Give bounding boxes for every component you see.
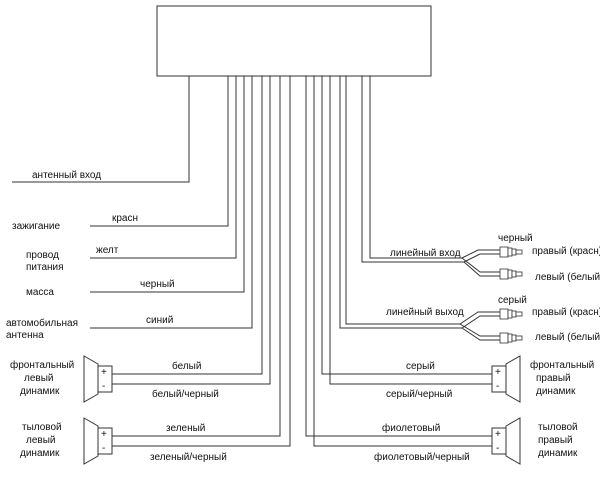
wire-label-line-in: линейный вход [390,248,461,259]
wire-label-front-right-minus: серый/черный [386,389,452,400]
wire-front-left-plus [112,76,263,375]
wire-ground [90,76,245,293]
label-rear-left-2: левый [26,435,55,446]
label-ground: масса [26,287,54,298]
svg-text:-: - [102,381,105,392]
wire-label-rear-left-minus: зеленый/черный [150,452,227,463]
wire-front-right-minus [329,76,492,385]
svg-text:-: - [496,443,499,454]
wire-label-auto-antenna: синий [146,315,173,326]
wire-ignition [90,76,229,227]
speaker-rear-right: + - [491,417,521,465]
svg-text:+: + [101,429,107,440]
wire-rear-left-minus [112,76,291,447]
label-auto-antenna-1: автомобильная [6,317,78,329]
label-front-right-1: фронтальный [530,359,594,371]
label-front-left-3: динамик [20,386,60,397]
wire-rear-right-minus [313,76,492,447]
wire-label-ground: черный [140,279,175,290]
label-rear-right-2: правый [538,435,573,446]
svg-text:-: - [102,443,105,454]
svg-text:-: - [496,381,499,392]
rca-label-line-out-left: левый (белый) [535,331,600,343]
speaker-rear-left: + - [83,417,113,465]
label-power-2: питания [26,262,64,273]
svg-text:+: + [495,367,501,378]
speaker-front-left: + - [83,355,113,403]
label-antenna-input: антенный вход [32,170,101,181]
label-rear-right-3: динамик [538,448,578,459]
wire-label-line-out: линейный выход [386,307,464,318]
rca-line-in-right [499,246,523,258]
wire-rear-right-plus [305,76,492,437]
svg-text:+: + [101,367,107,378]
label-front-right-3: динамик [536,386,576,397]
wire-antenna-input [12,76,190,183]
rca-label-line-in-left: левый (белый) [535,271,600,283]
wire-label-front-right-plus: серый [406,361,435,372]
label-power-1: провод [26,250,59,261]
svg-text:+: + [495,429,501,440]
wire-rear-left-plus [112,76,281,437]
label-front-right-2: правый [536,373,571,384]
rca-label-line-in-right: правый (красн) [532,246,600,257]
wire-front-left-minus [112,76,271,385]
rca-line-out-left [499,332,523,344]
wire-label-front-left-plus: белый [172,360,201,372]
rca-label-line-in-color: черный [498,233,533,244]
label-rear-right-1: тыловой [538,422,578,433]
wire-auto-antenna [90,76,253,329]
wire-power [90,76,237,259]
rca-label-line-out-right: правый (красн) [532,307,600,318]
speaker-front-right: + - [491,355,521,403]
head-unit [156,5,432,77]
wire-front-right-plus [321,76,492,375]
label-auto-antenna-2: антенна [6,330,44,341]
wire-label-rear-right-plus: фиолетовый [382,422,440,434]
wire-label-rear-right-minus: фиолетовый/черный [374,451,470,463]
label-front-left-1: фронтальный [10,359,74,371]
wire-line-out [339,76,500,341]
wire-label-front-left-minus: белый/черный [152,388,219,400]
label-rear-left-1: тыловой [22,422,62,433]
rca-line-in-left [499,268,523,280]
label-rear-left-3: динамик [20,448,60,459]
label-front-left-2: левый [24,373,53,384]
wire-label-ignition: красн [112,213,138,224]
wire-line-in [361,76,500,277]
rca-label-line-out-color: серый [498,295,527,306]
rca-line-out-right [499,308,523,320]
wire-label-power: желт [96,245,119,256]
label-ignition: зажигание [12,221,61,232]
wire-label-rear-left-plus: зеленый [166,423,205,434]
